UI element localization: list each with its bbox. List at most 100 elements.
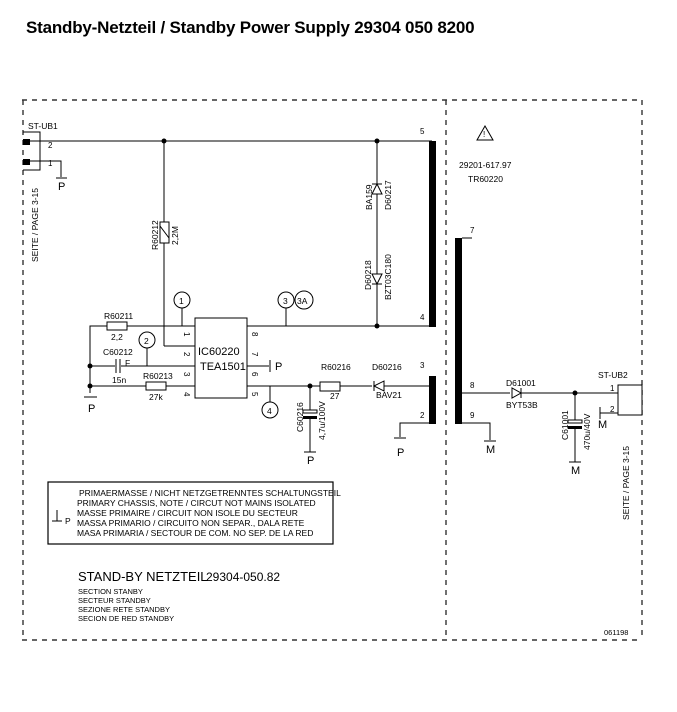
left-network: R60211 2,2 C60212 F 15n R60213 27k P [84,311,195,415]
svg-text:4: 4 [267,406,272,416]
transformer-tr60220: 5 4 3 2 7 8 9 ! 29201-617.97 TR60220 [420,124,512,424]
svg-text:!: ! [483,130,485,139]
st-ub1-pin1-contact [23,159,30,165]
svg-text:R60211: R60211 [104,311,133,321]
svg-text:5: 5 [250,392,259,397]
svg-text:4,7u/100V: 4,7u/100V [317,401,327,440]
svg-text:D60217: D60217 [383,180,393,210]
svg-text:M: M [598,419,607,431]
svg-text:D60216: D60216 [372,362,402,372]
svg-text:470u/40V: 470u/40V [582,413,592,450]
svg-text:M: M [571,465,580,477]
svg-text:2: 2 [420,411,425,420]
resistor-r60216 [319,381,341,392]
svg-text:P: P [65,516,71,526]
svg-text:4: 4 [182,392,191,397]
svg-text:1: 1 [610,384,615,393]
svg-text:27: 27 [330,391,340,401]
svg-text:BYT53B: BYT53B [506,400,538,410]
test-point-4 [261,401,279,419]
page-title: Standby-Netzteil / Standby Power Supply … [26,18,475,37]
svg-text:MASSA PRIMARIO / CIRCUITO NON: MASSA PRIMARIO / CIRCUITO NON SEPAR., DA… [77,518,305,528]
svg-text:3: 3 [283,296,288,306]
svg-text:2,2: 2,2 [111,332,123,342]
svg-text:6: 6 [250,372,259,377]
svg-text:29201-617.97: 29201-617.97 [459,160,512,170]
test-point-2 [138,331,156,349]
test-points: 1 2 3 3A 4 [138,290,314,419]
svg-text:C60212: C60212 [103,347,133,357]
ic-ic60220: IC60220 TEA1501 1 2 3 4 8 7 6 5 [182,317,259,399]
svg-text:D60218: D60218 [363,260,373,290]
svg-text:F: F [125,358,130,368]
connector-st-ub1: ST-UB1 2 1 SEITE / PAGE 3-15 [23,121,58,262]
diode-d60218 [371,273,383,286]
title-block: STAND-BY NETZTEIL 29304-050.82 SECTION S… [78,569,280,623]
date-code: 061198 [604,628,628,637]
warning-icon [476,124,494,141]
svg-text:8: 8 [250,332,259,337]
svg-text:SECION DE RED STANDBY: SECION DE RED STANDBY [78,614,174,623]
test-point-1 [173,291,191,309]
svg-text:2: 2 [610,405,615,414]
resistor-r60213 [145,381,167,391]
svg-text:SECTION STANBY: SECTION STANBY [78,587,143,596]
svg-text:D61001: D61001 [506,378,536,388]
svg-text:BAV21: BAV21 [376,390,402,400]
ground-p-symbol: P [58,181,65,193]
svg-text:2: 2 [144,336,149,346]
diode-d60217 [371,182,383,195]
svg-text:27k: 27k [149,392,163,402]
diode-d61001 [511,387,523,399]
svg-text:4: 4 [420,313,425,322]
resistor-r60211 [106,321,128,331]
svg-text:P: P [88,403,95,415]
svg-text:PRIMARY CHASSIS, NOTE / CIRCUT: PRIMARY CHASSIS, NOTE / CIRCUT NOT MAINS… [77,498,316,508]
svg-text:2: 2 [182,352,191,357]
st-ub1-pin2-contact [23,139,30,145]
primary-winding-aux [429,376,436,424]
st-ub1-page-ref: SEITE / PAGE 3-15 [30,188,40,262]
svg-text:M: M [486,444,495,456]
svg-text:P: P [397,447,404,459]
svg-text:ST-UB2: ST-UB2 [598,370,628,380]
svg-text:3: 3 [420,361,425,370]
svg-text:R60216: R60216 [321,362,351,372]
svg-text:PRIMAERMASSE / NICHT NETZGETRE: PRIMAERMASSE / NICHT NETZGETRENNTES SCHA… [79,488,341,498]
svg-text:5: 5 [420,127,425,136]
svg-text:MASSE PRIMAIRE / CIRCUIT NON I: MASSE PRIMAIRE / CIRCUIT NON ISOLE DU SE… [77,508,298,518]
svg-text:2: 2 [48,141,53,150]
svg-text:R60213: R60213 [143,371,173,381]
st-ub1-label: ST-UB1 [28,121,58,131]
svg-text:1: 1 [182,332,191,337]
test-point-3 [277,291,295,309]
legend-box: P PRIMAERMASSE / NICHT NETZGETRENNTES SC… [47,481,341,545]
secondary-output: D61001 BYT53B M C61001 470u/40V M [462,378,618,477]
clamp-diodes: BA159 D60217 D60218 BZT03C180 [363,141,393,326]
svg-text:9: 9 [470,411,475,420]
svg-text:C60216: C60216 [295,402,305,432]
svg-text:7: 7 [470,226,475,235]
st-ub2-page-ref: SEITE / PAGE 3-15 [621,446,631,520]
svg-text:3: 3 [182,372,191,377]
svg-text:STAND-BY NETZTEIL: STAND-BY NETZTEIL [78,569,208,584]
svg-text:MASA PRIMARIA / SECTOUR DE COM: MASA PRIMARIA / SECTOUR DE COM. NO SEP. … [77,528,313,538]
svg-text:BA159: BA159 [364,184,374,210]
svg-text:7: 7 [250,352,259,357]
resistor-r60212: R60212 2,2M [150,141,195,347]
frame-borders [22,99,643,641]
svg-text:IC60220: IC60220 [198,346,240,358]
secondary-winding [455,238,462,424]
svg-text:P: P [307,455,314,467]
svg-text:SEZIONE RETE STANDBY: SEZIONE RETE STANDBY [78,605,170,614]
svg-text:R60212: R60212 [150,220,160,250]
svg-text:8: 8 [470,381,475,390]
svg-text:TEA1501: TEA1501 [200,361,246,373]
svg-text:1: 1 [179,296,184,306]
svg-text:3A: 3A [297,296,308,306]
primary-winding-main [429,141,436,327]
svg-text:1: 1 [48,159,53,168]
test-point-3a [294,290,314,310]
svg-text:P: P [275,361,282,373]
